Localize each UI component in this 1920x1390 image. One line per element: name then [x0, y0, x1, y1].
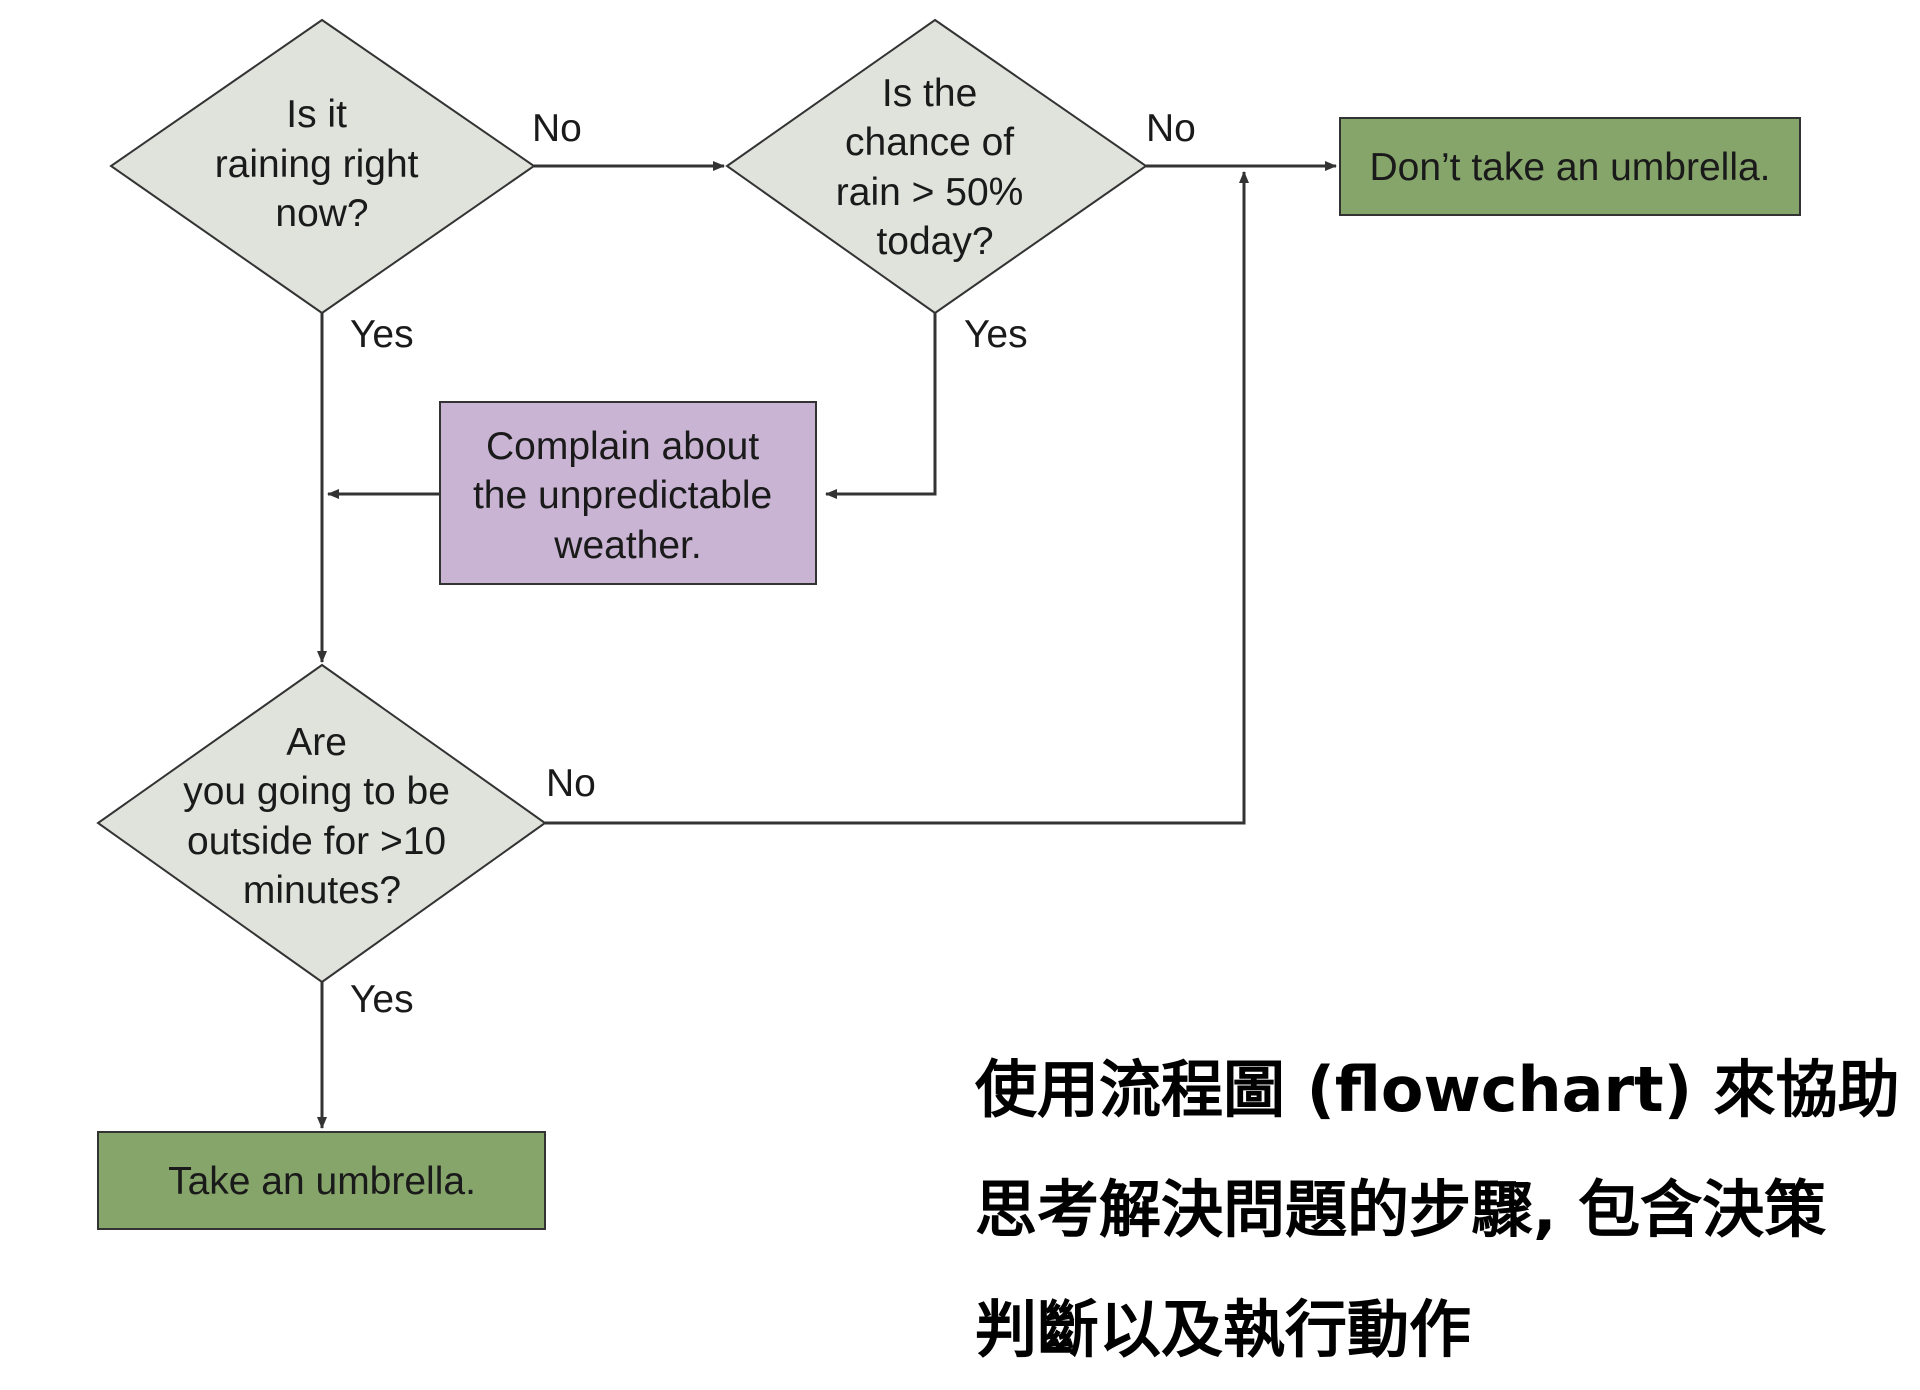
decision-chance-text: Is the chance of rain > 50% today? — [836, 72, 1034, 263]
label-raining-no: No — [532, 107, 582, 150]
action-complain-box — [439, 401, 817, 585]
label-outside-no: No — [546, 762, 596, 805]
action-take-umbrella-text: Take an umbrella. — [168, 1160, 476, 1203]
action-complain-weather: Complain about the unpredictable weather… — [439, 401, 817, 585]
action-dont-take-umbrella-box — [1339, 117, 1801, 216]
decision-raining-shape — [109, 18, 536, 315]
caption-text: 使用流程圖 (flowchart) 來協助 思考解決問題的步驟, 包含決策 判斷… — [975, 1030, 1900, 1390]
decision-chance-shape — [725, 18, 1148, 315]
decision-raining-now: Is it raining right now? — [109, 18, 536, 315]
action-complain-text: Complain about the unpredictable weather… — [473, 425, 783, 567]
action-take-umbrella-box — [97, 1131, 546, 1230]
action-dont-take-umbrella-text: Don’t take an umbrella. — [1369, 146, 1770, 189]
decision-outside-duration: Are you going to be outside for >10 minu… — [96, 663, 547, 984]
action-dont-take-umbrella: Don’t take an umbrella. — [1339, 117, 1801, 216]
decision-rain-chance: Is the chance of rain > 50% today? — [725, 18, 1148, 315]
caption-line-2: 思考解決問題的步驟, 包含決策 — [975, 1173, 1827, 1246]
decision-raining-text: Is it raining right now? — [215, 93, 430, 235]
edge-chance-to-complain — [825, 313, 937, 499]
action-take-umbrella: Take an umbrella. — [97, 1131, 546, 1230]
caption-line-3: 判斷以及執行動作 — [975, 1293, 1472, 1366]
label-raining-yes: Yes — [350, 313, 414, 356]
edge-outside-to-no-umbrella — [545, 171, 1249, 825]
label-chance-no: No — [1146, 107, 1196, 150]
label-outside-yes: Yes — [350, 978, 414, 1021]
decision-outside-text: Are you going to be outside for >10 minu… — [183, 721, 461, 912]
caption-line-1: 使用流程圖 (flowchart) 來協助 — [975, 1053, 1900, 1126]
decision-outside-shape — [96, 663, 547, 984]
label-chance-yes: Yes — [964, 313, 1028, 356]
